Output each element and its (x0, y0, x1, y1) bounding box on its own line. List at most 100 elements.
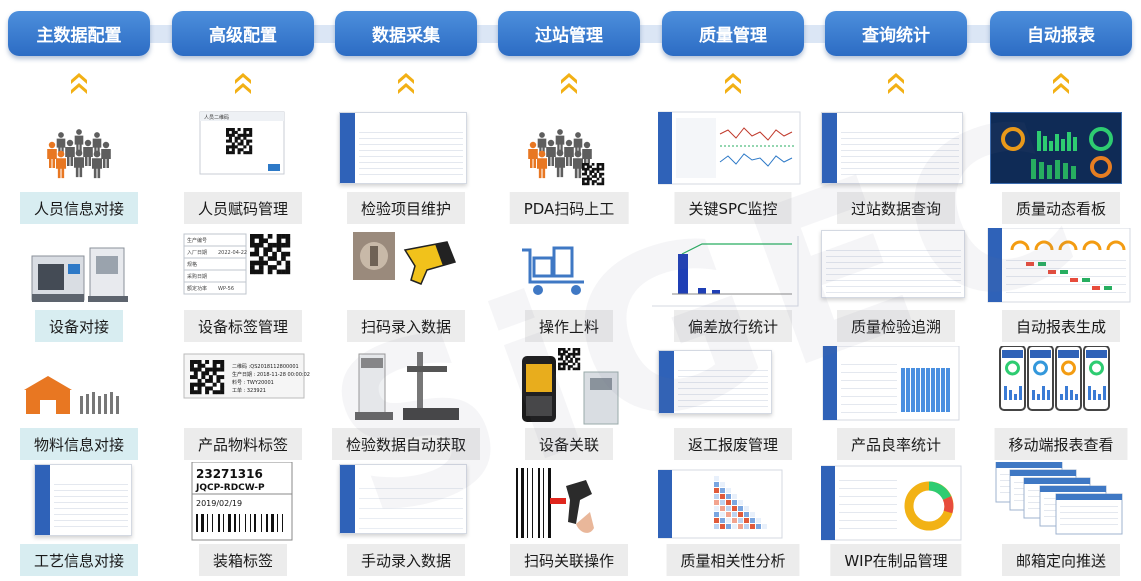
column-header-2[interactable]: 高级配置 (172, 11, 314, 56)
column-header-6[interactable]: 查询统计 (825, 11, 967, 56)
bar-chart-screenshot (637, 227, 802, 326)
feature-label: 过站数据查询 (836, 192, 956, 224)
feature-label: 扫码关联操作 (509, 544, 629, 576)
feature-label: 手动录入数据 (346, 544, 466, 576)
screen-sidebar (659, 351, 674, 413)
svg-text:2022-04-22: 2022-04-22 (218, 250, 247, 256)
feature-cell[interactable]: 返工报废管理 (658, 346, 808, 464)
svg-text:额定功率: 额定功率 (187, 285, 207, 292)
feature-cell[interactable]: 关键SPC监控 (657, 110, 808, 228)
warehouse-icon (4, 346, 154, 436)
svg-text:生产日期 : 2018-11-28 00:00:02: 生产日期 : 2018-11-28 00:00:02 (232, 371, 310, 378)
feature-cell[interactable]: 过站数据查询 (821, 110, 971, 228)
feature-cell[interactable]: 自动报表生成 (986, 227, 1136, 346)
double-chevron-up-icon (396, 70, 416, 96)
feature-cell[interactable]: 扫码录入数据 (331, 228, 481, 346)
process-window-screenshot (34, 464, 132, 536)
feature-cell[interactable]: 产品良率统计 (821, 345, 971, 464)
feature-label: 人员信息对接 (19, 192, 139, 224)
column-header-1[interactable]: 主数据配置 (8, 11, 150, 56)
svg-text:2019/02/19: 2019/02/19 (196, 499, 242, 508)
feature-cell[interactable]: 工艺信息对接 (4, 462, 154, 580)
feature-cell[interactable]: 物料信息对接 (4, 346, 154, 464)
query-table-screenshot (821, 112, 963, 184)
feature-cell[interactable]: 设备关联 (494, 346, 644, 464)
feature-label: 工艺信息对接 (19, 544, 139, 576)
qr-dialog-screenshot: 人员二维码 (168, 110, 318, 200)
feature-label: 物料信息对接 (19, 428, 139, 460)
feature-label: 操作上料 (524, 310, 614, 342)
barcode-scanner-icon (494, 462, 644, 552)
feature-cell[interactable]: 操作上料 (494, 228, 644, 346)
trace-table-screenshot (821, 230, 965, 298)
form-screenshot (339, 464, 467, 534)
feature-cell[interactable]: 偏差放行统计 (637, 227, 808, 346)
list-screenshot (658, 350, 772, 414)
feature-label: 移动端报表查看 (994, 428, 1128, 460)
feature-cell[interactable]: 设备对接 (4, 228, 154, 346)
svg-text:生产编号: 生产编号 (187, 237, 207, 244)
feature-label: 邮箱定向推送 (1001, 544, 1121, 576)
screen-sidebar (35, 465, 50, 535)
feature-cell[interactable]: 手动录入数据 (331, 462, 481, 580)
feature-cell[interactable]: 质量相关性分析 (657, 462, 808, 580)
feature-label: 产品良率统计 (836, 428, 956, 460)
double-chevron-up-icon (1051, 70, 1071, 96)
feature-cell[interactable]: 邮箱定向推送 (986, 461, 1136, 580)
svg-text:WP-56: WP-56 (218, 286, 234, 292)
double-chevron-up-icon (886, 70, 906, 96)
feature-cell[interactable]: 23271316 JQCP-RDCW-P 2019/02/19 装箱标签 (168, 461, 318, 580)
spc-chart-screenshot (657, 110, 808, 200)
feature-cell[interactable]: 检验数据自动获取 (331, 346, 481, 464)
feature-label: 检验数据自动获取 (331, 428, 481, 460)
screen-table-rows (826, 245, 961, 293)
svg-text:人员二维码: 人员二维码 (204, 114, 229, 121)
feature-cell[interactable]: 扫码关联操作 (494, 462, 644, 580)
svg-text:工单 : 323921: 工单 : 323921 (232, 387, 266, 394)
svg-text:入厂日期: 入厂日期 (187, 250, 207, 256)
feature-cell[interactable]: 人员信息对接 (4, 110, 154, 228)
feature-cell[interactable]: 移动端报表查看 (986, 345, 1136, 464)
screen-sidebar (340, 465, 355, 533)
dashboard-screenshot (990, 112, 1122, 184)
screen-sidebar (340, 113, 355, 183)
feature-cell[interactable]: 检验项目维护 (331, 110, 481, 228)
feature-label: 自动报表生成 (1001, 310, 1121, 342)
column-header-7[interactable]: 自动报表 (990, 11, 1132, 56)
double-chevron-up-icon (233, 70, 253, 96)
feature-label: 设备关联 (524, 428, 614, 460)
screen-table-rows (841, 127, 959, 179)
pda-icon (494, 346, 644, 436)
svg-text:JQCP-RDCW-P: JQCP-RDCW-P (195, 483, 265, 493)
feature-cell[interactable]: 质量动态看板 (986, 110, 1136, 228)
feature-cell[interactable]: 人员二维码 人员赋码管理 (168, 110, 318, 228)
feature-cell[interactable]: WIP在制品管理 (820, 462, 971, 580)
screen-table-rows (359, 479, 463, 529)
feature-label: 扫码录入数据 (346, 310, 466, 342)
feature-label: 装箱标签 (198, 544, 288, 576)
svg-text:二维码 :QS2018112800001: 二维码 :QS2018112800001 (232, 363, 299, 370)
feature-label: 设备标签管理 (183, 310, 303, 342)
svg-text:料号 : TWY20001: 料号 : TWY20001 (232, 379, 274, 386)
double-chevron-up-icon (559, 70, 579, 96)
feature-label: WIP在制品管理 (830, 544, 962, 576)
feature-label: 检验项目维护 (346, 192, 466, 224)
people-qr-icon (494, 110, 644, 200)
feature-cell[interactable]: PDA扫码上工 (494, 110, 644, 228)
double-chevron-up-icon (69, 70, 89, 96)
feature-label: 返工报废管理 (673, 428, 793, 460)
feature-label: 质量检验追溯 (836, 310, 956, 342)
feature-label: 人员赋码管理 (183, 192, 303, 224)
column-header-3[interactable]: 数据采集 (335, 11, 477, 56)
svg-text:23271316: 23271316 (196, 467, 263, 481)
feature-label: 偏差放行统计 (673, 310, 793, 342)
feature-label: 质量动态看板 (1001, 192, 1121, 224)
column-header-4[interactable]: 过站管理 (498, 11, 640, 56)
screen-table-rows (54, 479, 128, 531)
column-header-5[interactable]: 质量管理 (662, 11, 804, 56)
feature-cell[interactable]: 质量检验追溯 (821, 228, 971, 346)
email-report-icon (986, 461, 1136, 552)
